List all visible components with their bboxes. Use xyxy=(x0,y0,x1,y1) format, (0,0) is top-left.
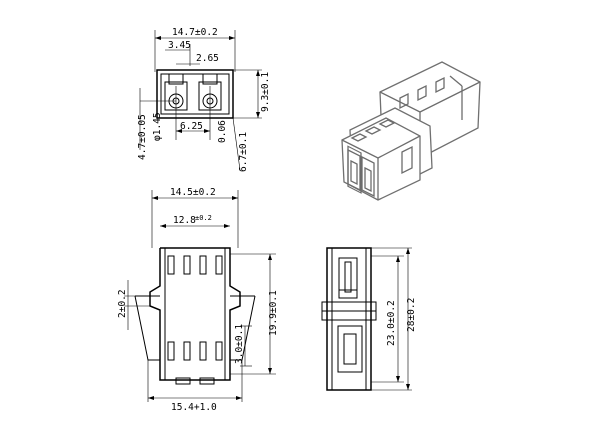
front-view: 14.5±0.2 12.8 ±0.2 2±0.2 xyxy=(117,187,279,413)
top-height-label: 9.3±0.1 xyxy=(260,72,271,112)
front-overall-width-label: 14.5±0.2 xyxy=(170,187,216,198)
top-lower-vertical-label: 6.7±0.1 xyxy=(238,132,249,172)
top-body-outline xyxy=(156,69,234,119)
top-offset-label: 3.45 xyxy=(168,40,191,51)
side-overall-length-label: 28±0.2 xyxy=(406,298,417,332)
flange-offset-label: 2±0.2 xyxy=(117,289,128,318)
front-body-height-label: 19.9±0.1 xyxy=(268,290,279,336)
front-flange-width-label: 15.4+1.0 xyxy=(171,402,217,413)
isometric-view xyxy=(341,61,481,201)
front-clip-height-label: 3.0±0.1 xyxy=(234,324,245,364)
top-overall-width-label: 14.7±0.2 xyxy=(172,27,218,38)
side-body-outline xyxy=(326,247,372,391)
pitch-label: 6.25 xyxy=(180,121,203,132)
front-inner-width-label: 12.8 xyxy=(173,215,196,226)
front-body-outline xyxy=(149,247,241,381)
front-inner-width-tol: ±0.2 xyxy=(195,214,212,222)
radius-label: 0.06 xyxy=(217,120,228,143)
side-body-length-label: 23.0±0.2 xyxy=(386,300,397,346)
side-view: 23.0±0.2 28±0.2 xyxy=(321,247,417,391)
top-port-gap-label: 2.65 xyxy=(196,53,219,64)
ferrule-dia-label: φ1.45 xyxy=(152,112,163,141)
top-left-vertical-label: 4.7±0.05 xyxy=(137,114,148,160)
top-view: 14.7±0.2 3.45 2.65 9.3±0.1 4.7±0.05 xyxy=(137,27,271,172)
